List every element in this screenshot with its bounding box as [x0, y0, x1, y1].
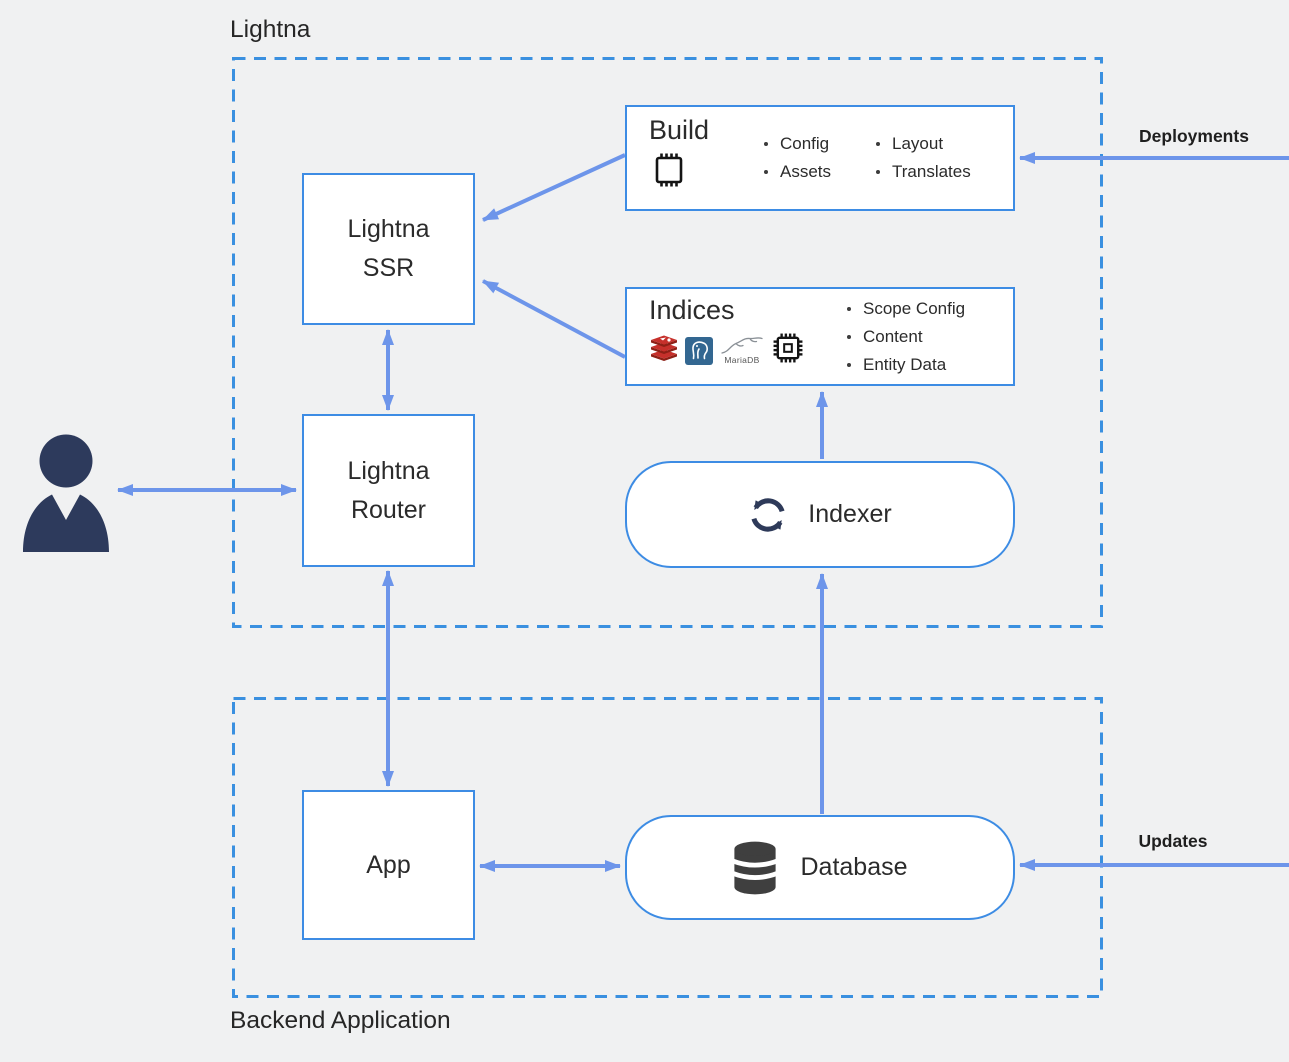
- bullet-dot: [847, 334, 851, 339]
- lightna-group-label: Lightna: [230, 16, 311, 43]
- node-app: App: [302, 790, 475, 940]
- indices-bullets: Scope Config Content Entity Data: [847, 295, 965, 378]
- node-lightna-router: Lightna Router: [302, 414, 475, 567]
- bullet-text: Assets: [780, 162, 832, 181]
- arrow-indices-ssr: [482, 279, 626, 359]
- node-database-label: Database: [800, 853, 908, 881]
- list-item: Config: [764, 134, 860, 154]
- list-item: Assets: [764, 162, 860, 182]
- cpu-icon: [655, 153, 683, 187]
- build-bullets-col1: Config Assets: [764, 115, 860, 201]
- sync-icon: [751, 497, 785, 532]
- bullet-text: Entity Data: [863, 354, 947, 374]
- user-icon: [23, 434, 109, 552]
- updates-edge-label: Updates: [1138, 831, 1208, 851]
- bullet-text: Translates: [892, 162, 971, 181]
- node-lightna-ssr: Lightna SSR: [302, 173, 475, 325]
- deployments-edge-label: Deployments: [1139, 126, 1249, 146]
- backend-group-label: Backend Application: [230, 1007, 451, 1034]
- bullet-text: Config: [780, 134, 830, 153]
- arrow-build-ssr: [482, 153, 626, 222]
- list-item: Translates: [876, 162, 971, 182]
- build-title: Build: [649, 115, 710, 145]
- mariadb-icon: MariaDB: [719, 335, 765, 365]
- list-item: Entity Data: [847, 355, 965, 375]
- bullet-dot: [847, 362, 851, 367]
- bullet-dot: [876, 170, 880, 174]
- node-app-label: App: [366, 850, 411, 879]
- cpu-icon: [773, 333, 803, 363]
- node-build: Build Config Assets Layout Translates: [625, 105, 1015, 211]
- mariadb-logo-text: MariaDB: [724, 355, 760, 366]
- node-indexer: Indexer: [625, 461, 1015, 568]
- bullet-dot: [764, 142, 768, 146]
- list-item: Scope Config: [847, 299, 965, 319]
- build-title-block: Build: [649, 115, 764, 201]
- postgresql-icon: [685, 337, 713, 366]
- indices-icon-row: MariaDB: [649, 331, 847, 366]
- bullet-dot: [847, 306, 851, 311]
- redis-icon: [651, 335, 677, 362]
- bullet-text: Layout: [892, 134, 944, 153]
- list-item: Layout: [876, 134, 971, 154]
- node-database: Database: [625, 815, 1015, 920]
- bullet-text: Scope Config: [863, 298, 966, 318]
- node-indices: Indices: [625, 287, 1015, 386]
- indices-title: Indices: [649, 295, 735, 325]
- bullet-dot: [764, 170, 768, 174]
- node-indexer-label: Indexer: [808, 500, 892, 528]
- list-item: Content: [847, 327, 965, 347]
- lightna-group-border: [232, 57, 1103, 628]
- build-bullets-col2: Layout Translates: [876, 115, 971, 201]
- node-lightna-ssr-label: Lightna SSR: [347, 215, 430, 282]
- indices-title-block: Indices: [649, 295, 847, 378]
- database-icon: [732, 841, 779, 894]
- node-lightna-router-label: Lightna Router: [347, 456, 430, 524]
- bullet-dot: [876, 142, 880, 146]
- backend-group-border: [232, 697, 1103, 998]
- bullet-text: Content: [863, 326, 923, 346]
